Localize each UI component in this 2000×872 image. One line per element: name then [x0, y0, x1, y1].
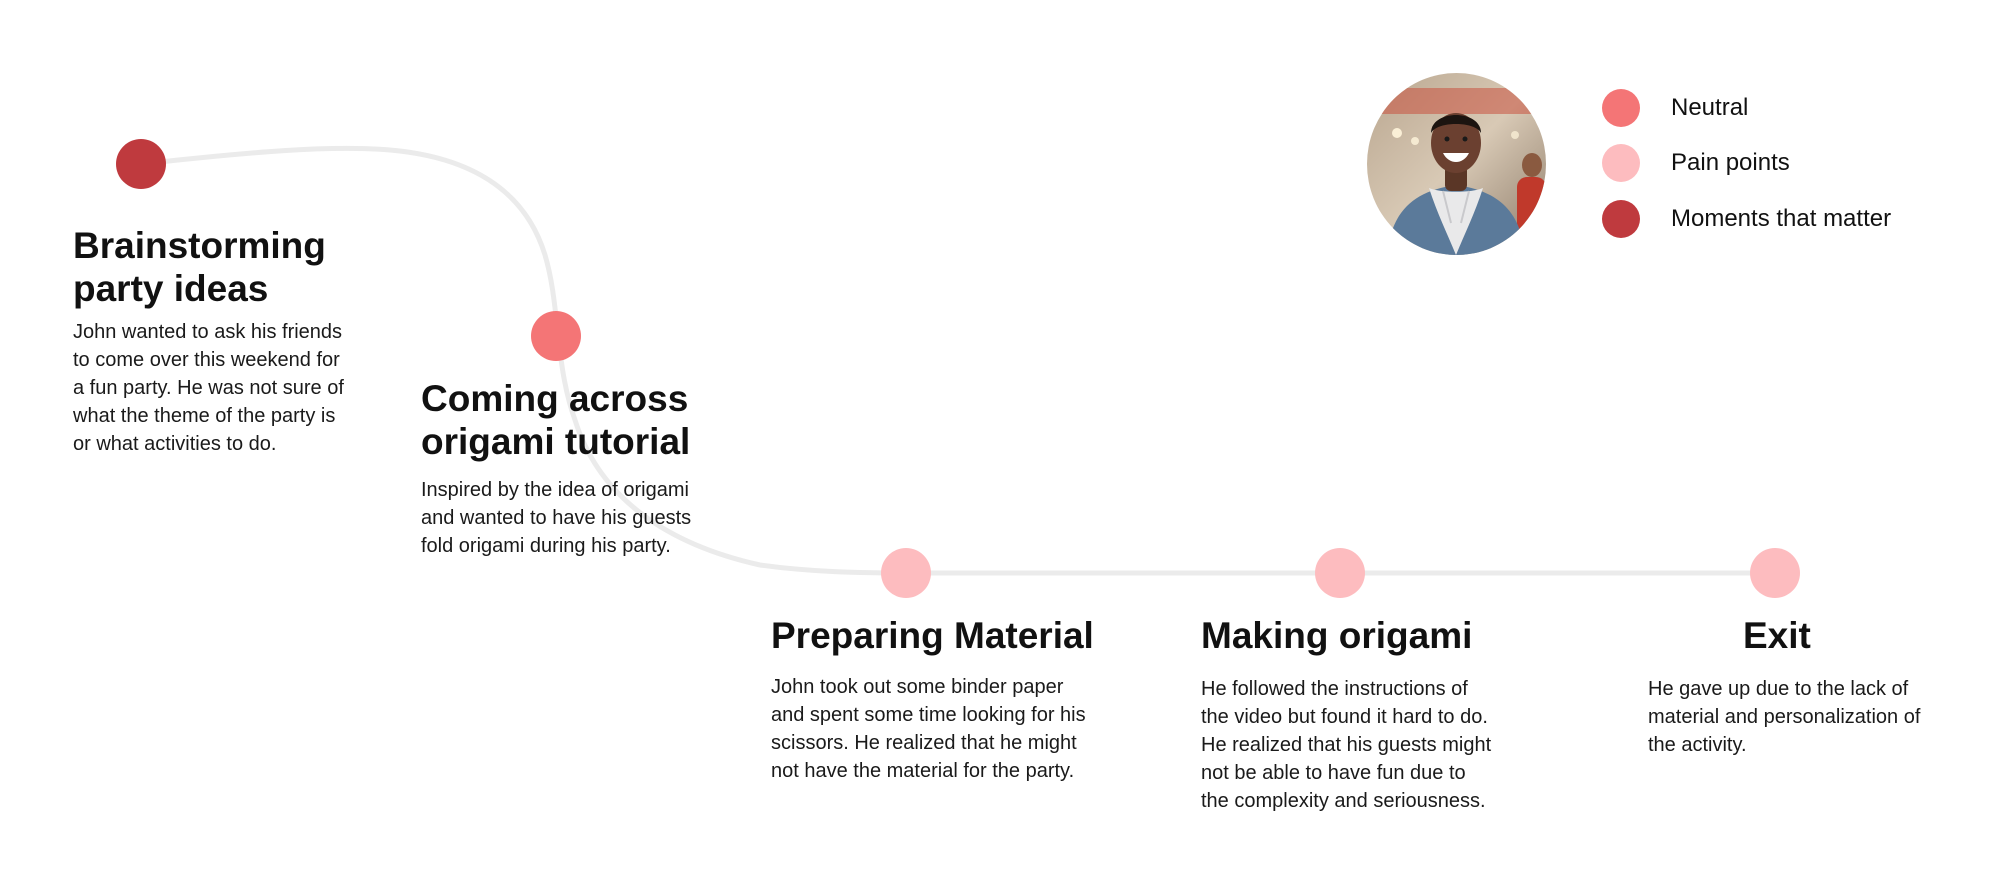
- stage-3-title: Preparing Material: [771, 615, 1094, 656]
- legend-swatch-pain-points: [1602, 144, 1640, 182]
- stage-4-description: He followed the instructions of the vide…: [1201, 678, 1492, 812]
- stage-4-title: Making origami: [1201, 615, 1473, 656]
- legend-label-moments-that-matter: Moments that matter: [1671, 205, 1892, 232]
- legend-label-pain-points: Pain points: [1671, 149, 1790, 176]
- stage-1-description: John wanted to ask his friends to come o…: [73, 321, 344, 455]
- stage-5-description: He gave up due to the lack of material a…: [1648, 678, 1921, 756]
- stage-4-marker: [1315, 548, 1365, 598]
- stage-2-description: Inspired by the idea of origami and want…: [421, 479, 692, 557]
- legend-label-neutral: Neutral: [1671, 94, 1749, 121]
- stage-3-marker: [881, 548, 931, 598]
- legend-swatch-neutral: [1602, 89, 1640, 127]
- stage-5-title: Exit: [1743, 615, 1811, 656]
- stage-2-marker: [531, 311, 581, 361]
- smiling-man-portrait-icon: [1367, 73, 1546, 255]
- legend-swatch-moments-that-matter: [1602, 200, 1640, 238]
- stage-1-marker: [116, 139, 166, 189]
- stage-5-marker: [1750, 548, 1800, 598]
- persona-photo: [1367, 73, 1546, 255]
- stage-3-description: John took out some binder paper and spen…: [771, 676, 1086, 782]
